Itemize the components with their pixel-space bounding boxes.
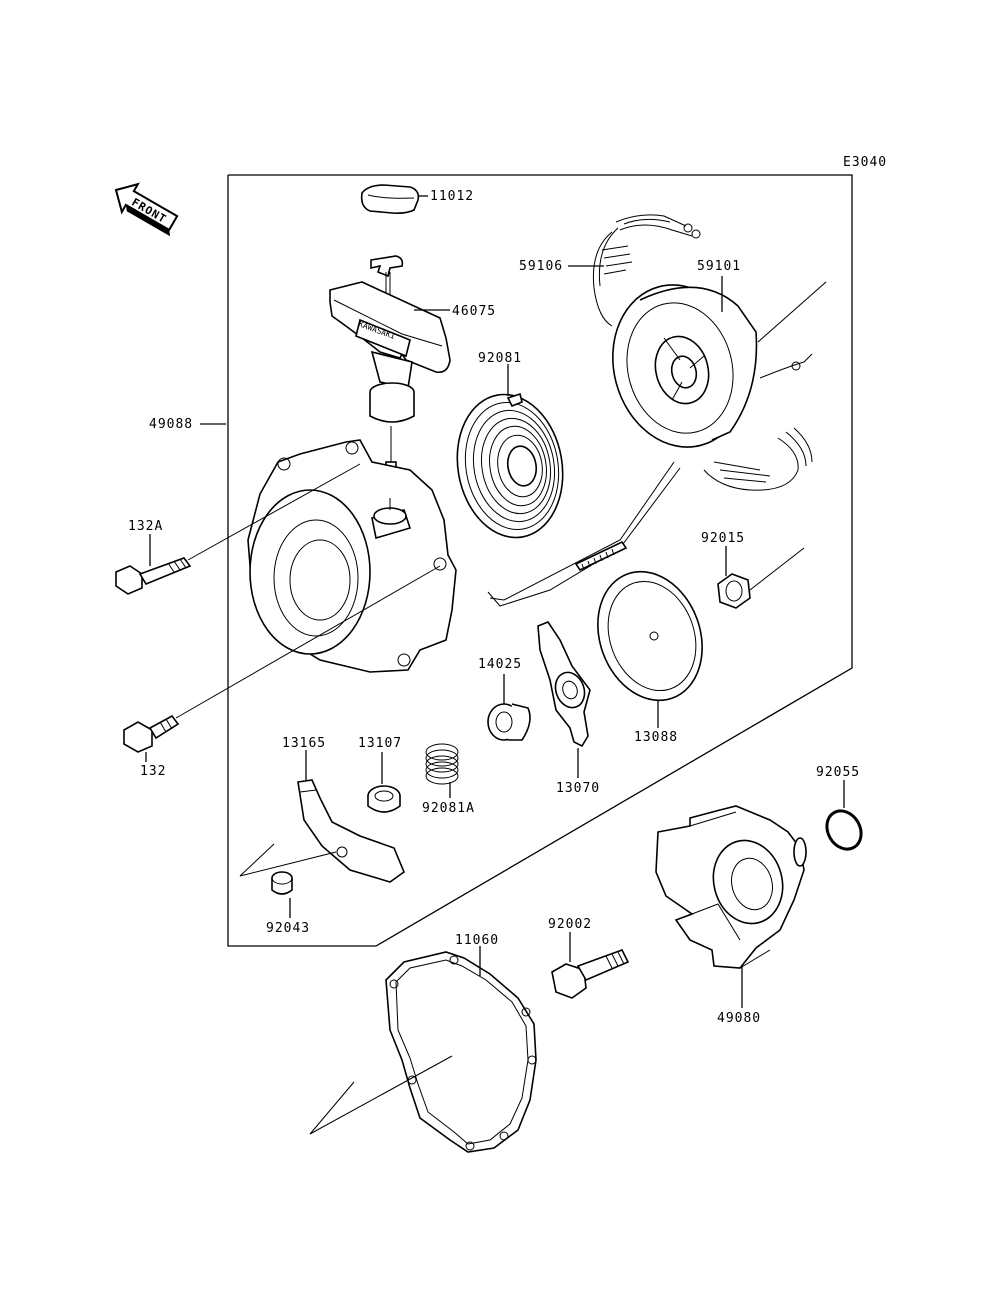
cap-11012 bbox=[360, 184, 420, 214]
label-46075: 46075 bbox=[452, 304, 496, 319]
pin-92043 bbox=[271, 871, 293, 895]
front-arrow-icon: FRONT bbox=[114, 182, 179, 237]
label-59106: 59106 bbox=[519, 259, 563, 274]
label-11060: 11060 bbox=[455, 933, 499, 948]
label-132A: 132A bbox=[128, 519, 163, 534]
rope-guide bbox=[487, 461, 681, 607]
o-ring-92055 bbox=[825, 809, 863, 851]
nut-92015 bbox=[717, 573, 751, 609]
label-92055: 92055 bbox=[816, 765, 860, 780]
pulley-49080 bbox=[655, 805, 807, 969]
label-49088: 49088 bbox=[149, 417, 193, 432]
label-92081: 92081 bbox=[478, 351, 522, 366]
label-59101: 59101 bbox=[697, 259, 741, 274]
plate-13088 bbox=[597, 570, 703, 702]
label-92015: 92015 bbox=[701, 531, 745, 546]
ratchet-13165 bbox=[297, 779, 405, 883]
handle-46075: KAWASAKI bbox=[329, 255, 451, 423]
label-14025: 14025 bbox=[478, 657, 522, 672]
coil-spring-92081A bbox=[425, 743, 459, 785]
spiral-spring-92081 bbox=[456, 392, 564, 539]
label-13088: 13088 bbox=[634, 730, 678, 745]
reel-59101 bbox=[612, 284, 813, 448]
label-92043: 92043 bbox=[266, 921, 310, 936]
assembly-boundary bbox=[227, 174, 853, 947]
diagram-code: E3040 bbox=[843, 155, 887, 170]
label-13165: 13165 bbox=[282, 736, 326, 751]
label-92081A: 92081A bbox=[422, 801, 475, 816]
label-49080: 49080 bbox=[717, 1011, 761, 1026]
bushing-14025 bbox=[487, 703, 531, 741]
housing-49088 bbox=[247, 439, 457, 673]
bolt-132 bbox=[123, 714, 180, 753]
rope-59106 bbox=[592, 214, 701, 327]
bolt-132A bbox=[115, 557, 192, 595]
label-11012: 11012 bbox=[430, 189, 474, 204]
label-92002: 92002 bbox=[548, 917, 592, 932]
bolt-92002 bbox=[551, 949, 630, 999]
label-13070: 13070 bbox=[556, 781, 600, 796]
ratchet-guide-13070 bbox=[537, 621, 591, 748]
collar-13107 bbox=[367, 785, 401, 813]
gasket-11060 bbox=[385, 951, 537, 1153]
rope-loop-lower bbox=[703, 427, 813, 491]
label-13107: 13107 bbox=[358, 736, 402, 751]
label-132: 132 bbox=[140, 764, 166, 779]
